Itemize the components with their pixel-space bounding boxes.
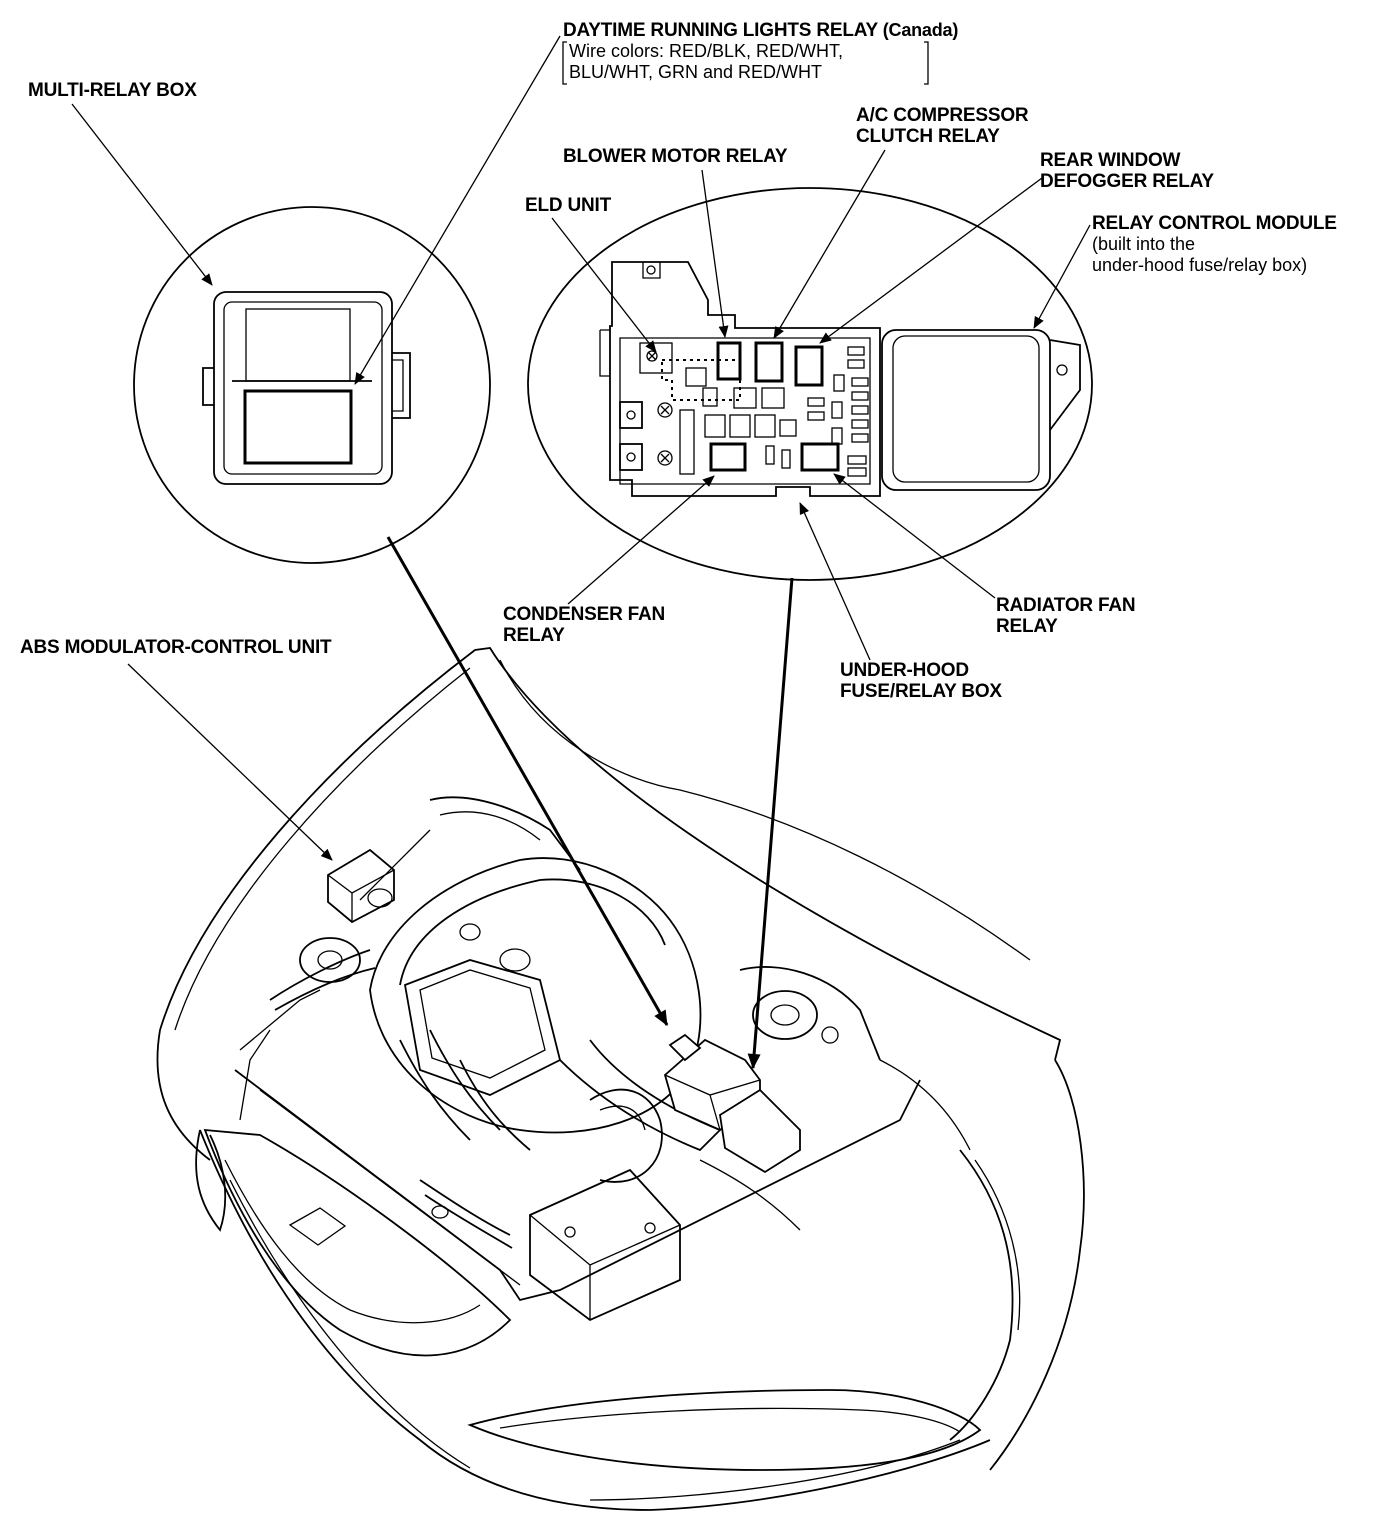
drl-wire-colors-line-2: BLU/WHT, GRN and RED/WHT [569,62,822,82]
leader-multi-relay-box [71,103,213,286]
detail-circle-left [133,206,491,564]
leader-abs-modulator [127,663,333,861]
label-blower-motor-relay: BLOWER MOTOR RELAY [563,146,788,167]
multi-relay-box-outline [213,291,393,485]
leader-condenser-fan-relay [567,475,715,605]
drl-relay-in-multi-box [243,389,353,465]
svg-text:(built into the: (built into the [1092,234,1195,254]
ac-compressor-clutch-relay [754,341,784,383]
svg-text:FUSE/RELAY BOX: FUSE/RELAY BOX [840,681,1002,702]
battery [529,1168,681,1322]
multi-relay-box-detail [133,206,491,564]
svg-text:CONDENSER FAN: CONDENSER FAN [503,604,665,625]
leader-under-hood-box [799,502,871,661]
pointer-multi-relay-box [386,536,669,1026]
svg-text:RELAY: RELAY [503,625,565,646]
engine-bay-illustration [156,647,1085,1511]
leader-relay-control-module [1033,224,1091,329]
svg-text:CLUTCH RELAY: CLUTCH RELAY [856,126,1000,147]
svg-text:under-hood fuse/relay box): under-hood fuse/relay box) [1092,255,1307,275]
svg-text:UNDER-HOOD: UNDER-HOOD [840,660,969,681]
svg-text:RADIATOR FAN: RADIATOR FAN [996,595,1135,616]
abs-modulator-unit [327,848,395,924]
label-drl-relay: DAYTIME RUNNING LIGHTS RELAY (Canada) Wi… [562,20,959,85]
label-relay-control-module: RELAY CONTROL MODULE (built into the und… [1092,213,1337,275]
label-eld-unit: ELD UNIT [525,195,612,216]
label-multi-relay-box: MULTI-RELAY BOX [28,80,197,101]
svg-text:DEFOGGER RELAY: DEFOGGER RELAY [1040,171,1214,192]
label-rear-window-defogger-relay: REAR WINDOW DEFOGGER RELAY [1040,150,1215,192]
label-radiator-fan-relay: RADIATOR FAN RELAY [996,595,1136,637]
relay-control-module [881,329,1051,491]
blower-motor-relay [716,341,742,381]
leader-lines [71,35,1091,1070]
leader-rear-window-defogger-relay [819,177,1043,344]
pointer-under-hood-box [747,577,794,1070]
drl-bracket-right [924,41,929,85]
front-grille [203,1128,512,1357]
leader-drl-relay [354,35,561,385]
svg-text:REAR WINDOW: REAR WINDOW [1040,150,1181,171]
svg-text:A/C COMPRESSOR: A/C COMPRESSOR [856,105,1029,126]
leader-radiator-fan-relay [833,473,996,599]
drl-wire-colors-line-1: Wire colors: RED/BLK, RED/WHT, [569,41,843,61]
label-abs-modulator: ABS MODULATOR-CONTROL UNIT [20,637,332,658]
leader-ac-compressor-relay [773,149,886,339]
detail-ellipse-right [527,187,1093,581]
drl-bracket-left [562,41,567,85]
right-headlight [467,1389,982,1471]
svg-text:DAYTIME RUNNING LIGHTS RELAY (: DAYTIME RUNNING LIGHTS RELAY (Canada) [563,20,958,41]
leader-eld-unit [551,217,657,353]
engine-block [369,857,702,1134]
under-hood-box-detail [527,187,1093,581]
rear-window-defogger-relay [794,345,824,387]
label-ac-compressor-relay: A/C COMPRESSOR CLUTCH RELAY [856,105,1029,147]
condenser-fan-relay [709,442,747,472]
label-condenser-fan-relay: CONDENSER FAN RELAY [503,604,665,646]
radiator-fan-relay [800,442,840,472]
svg-text:RELAY CONTROL MODULE: RELAY CONTROL MODULE [1092,213,1337,234]
label-under-hood-box: UNDER-HOOD FUSE/RELAY BOX [840,660,1003,702]
leader-blower-motor-relay [701,169,729,338]
svg-text:RELAY: RELAY [996,616,1058,637]
